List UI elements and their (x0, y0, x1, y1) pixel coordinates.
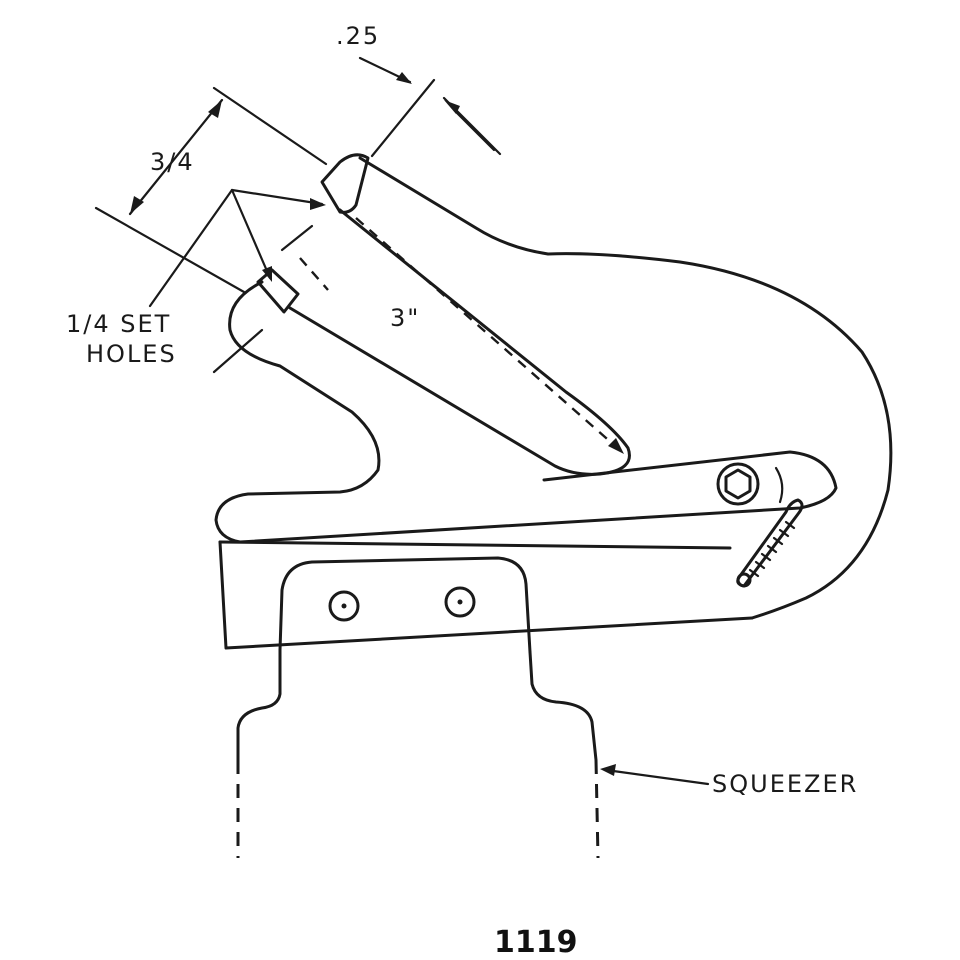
dimension-3in (212, 217, 624, 454)
set-holes-leaders (148, 188, 326, 308)
dimension-025 (358, 56, 502, 158)
label-025: .25 (336, 22, 380, 50)
base-block-left (218, 540, 754, 650)
mount-hole-right (444, 586, 476, 618)
figure-number: 1119 (494, 925, 578, 960)
lower-finger-edge (214, 280, 381, 544)
upper-slot-edge (288, 208, 631, 476)
squeezer-tongue (278, 556, 532, 654)
label-set-holes-2: HOLES (86, 340, 177, 368)
pivot-nut (724, 468, 752, 500)
base-block-outline (218, 540, 732, 550)
pivot-washer (716, 462, 760, 506)
mount-hole-left (328, 590, 360, 622)
squeezer-leader (600, 764, 710, 786)
hinge-bar-outline (238, 450, 838, 544)
jaw-body-outline (358, 156, 893, 620)
label-3in: 3" (390, 304, 420, 332)
squeezer-body-right (528, 650, 598, 762)
label-075: 3/4 (150, 148, 195, 176)
upper-set-block (320, 153, 370, 214)
pivot-arc (774, 466, 784, 504)
label-set-holes-1: 1/4 SET (66, 310, 171, 338)
label-squeezer: SQUEEZER (712, 770, 858, 798)
dimension-075 (94, 86, 328, 294)
return-spring (736, 498, 804, 588)
squeezer-body-left (236, 648, 282, 762)
lower-set-block (256, 268, 300, 314)
